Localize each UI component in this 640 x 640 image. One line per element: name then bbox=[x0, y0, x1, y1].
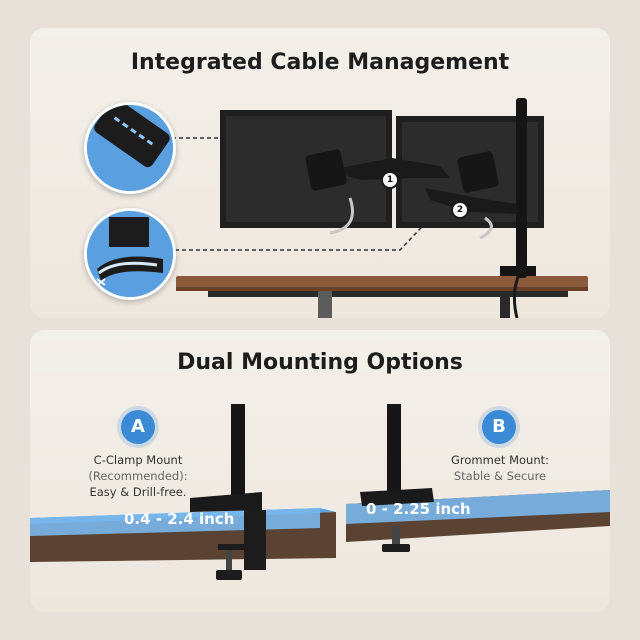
pole-a bbox=[231, 404, 245, 504]
option-a-line3: Easy & Drill-free. bbox=[89, 485, 187, 499]
desk-leg bbox=[318, 291, 332, 318]
mounting-options-illustration bbox=[30, 404, 610, 580]
option-b-badge: B bbox=[482, 410, 516, 444]
marker-2-label: 2 bbox=[456, 205, 464, 215]
cable-channel-detail bbox=[87, 105, 173, 191]
desk-clamp bbox=[500, 266, 536, 276]
desk-surface bbox=[176, 276, 588, 290]
leader-line-2 bbox=[140, 212, 436, 251]
option-b-range: 0 - 2.25 inch bbox=[366, 500, 471, 518]
panel-title: Integrated Cable Management bbox=[130, 50, 510, 75]
option-b-line2: Stable & Secure bbox=[453, 469, 547, 483]
marker-2 bbox=[451, 201, 469, 219]
mount-pole bbox=[516, 98, 527, 278]
option-b-line1: Grommet Mount: bbox=[451, 453, 549, 467]
marker-1 bbox=[381, 171, 399, 189]
c-clamp bbox=[244, 510, 266, 570]
option-a-line2: (Recommended): bbox=[88, 469, 188, 483]
upper-arm bbox=[330, 158, 450, 180]
option-b-description: Grommet Mount: Stable & Secure bbox=[430, 452, 570, 484]
option-a-range: 0.4 - 2.4 inch bbox=[124, 510, 235, 528]
cable-management-panel: Integrated Cable Management 1 2 bbox=[30, 28, 610, 318]
option-a-description: C-Clamp Mount (Recommended): Easy & Dril… bbox=[68, 452, 208, 500]
panel-title: Dual Mounting Options bbox=[177, 350, 463, 375]
lower-arm bbox=[425, 188, 518, 214]
zoom-cable-channel bbox=[84, 102, 176, 194]
marker-1-label: 1 bbox=[386, 175, 394, 185]
cable-management-illustration bbox=[130, 98, 588, 318]
mounting-options-panel: Dual Mounting Options A C-Clamp Mount (R… bbox=[30, 330, 610, 612]
grommet-bolt bbox=[392, 526, 400, 550]
vesa-plate-right bbox=[457, 151, 499, 193]
option-a-badge: A bbox=[121, 410, 155, 444]
option-a-line1: C-Clamp Mount bbox=[93, 453, 183, 467]
pole-b bbox=[387, 404, 401, 500]
vesa-plate-left bbox=[305, 149, 347, 191]
cable-clip-detail bbox=[87, 211, 173, 297]
desk-frame bbox=[208, 291, 568, 297]
zoom-cable-clip bbox=[84, 208, 176, 300]
